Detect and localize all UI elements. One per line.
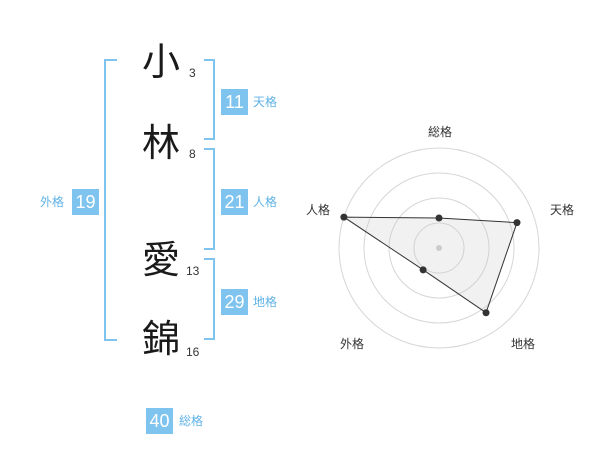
stroke-count-3: 13: [186, 264, 200, 278]
gaikaku-bracket: [104, 59, 117, 341]
tenkaku-value: 11: [221, 89, 248, 115]
name-char-2: 林: [142, 121, 181, 165]
radar-series-area: [342, 216, 518, 314]
stroke-count-4: 16: [186, 345, 200, 359]
jinkaku-label: 人格: [253, 195, 278, 209]
radar-axis-label-tenkaku: 天格: [550, 203, 575, 217]
radar-point-3: [419, 266, 427, 274]
radar-point-2: [482, 309, 490, 317]
radar-center-dot: [436, 245, 442, 251]
radar-point-4: [340, 213, 348, 221]
soukaku-value: 40: [146, 408, 173, 434]
stroke-count-2: 8: [189, 147, 196, 161]
chikaku-label: 地格: [253, 295, 278, 309]
jinkaku-bracket: [204, 148, 215, 250]
stroke-count-1: 3: [189, 66, 196, 80]
radar-axis-label-gaikaku: 外格: [340, 337, 365, 351]
radar-axis-label-soukaku: 総格: [428, 125, 453, 139]
tenkaku-label: 天格: [253, 95, 278, 109]
name-char-3: 愛: [142, 238, 181, 282]
soukaku-label: 総格: [179, 414, 204, 428]
chikaku-bracket: [204, 258, 215, 340]
radar-axis-label-chikaku: 地格: [511, 337, 536, 351]
radar-ring: [363, 172, 515, 324]
gaikaku-label: 外格: [40, 195, 65, 209]
radar-point-1: [513, 219, 521, 227]
jinkaku-value: 21: [221, 189, 248, 215]
radar-axis-label-jinkaku: 人格: [306, 203, 331, 217]
tenkaku-bracket: [204, 59, 215, 140]
radar-ring: [338, 147, 540, 349]
radar-ring: [388, 197, 490, 299]
radar-point-0: [435, 214, 443, 222]
radar-ring: [413, 222, 465, 274]
name-char-1: 小: [142, 40, 181, 84]
gaikaku-value: 19: [72, 189, 99, 215]
chikaku-value: 29: [221, 289, 248, 315]
name-char-4: 錦: [142, 317, 181, 361]
